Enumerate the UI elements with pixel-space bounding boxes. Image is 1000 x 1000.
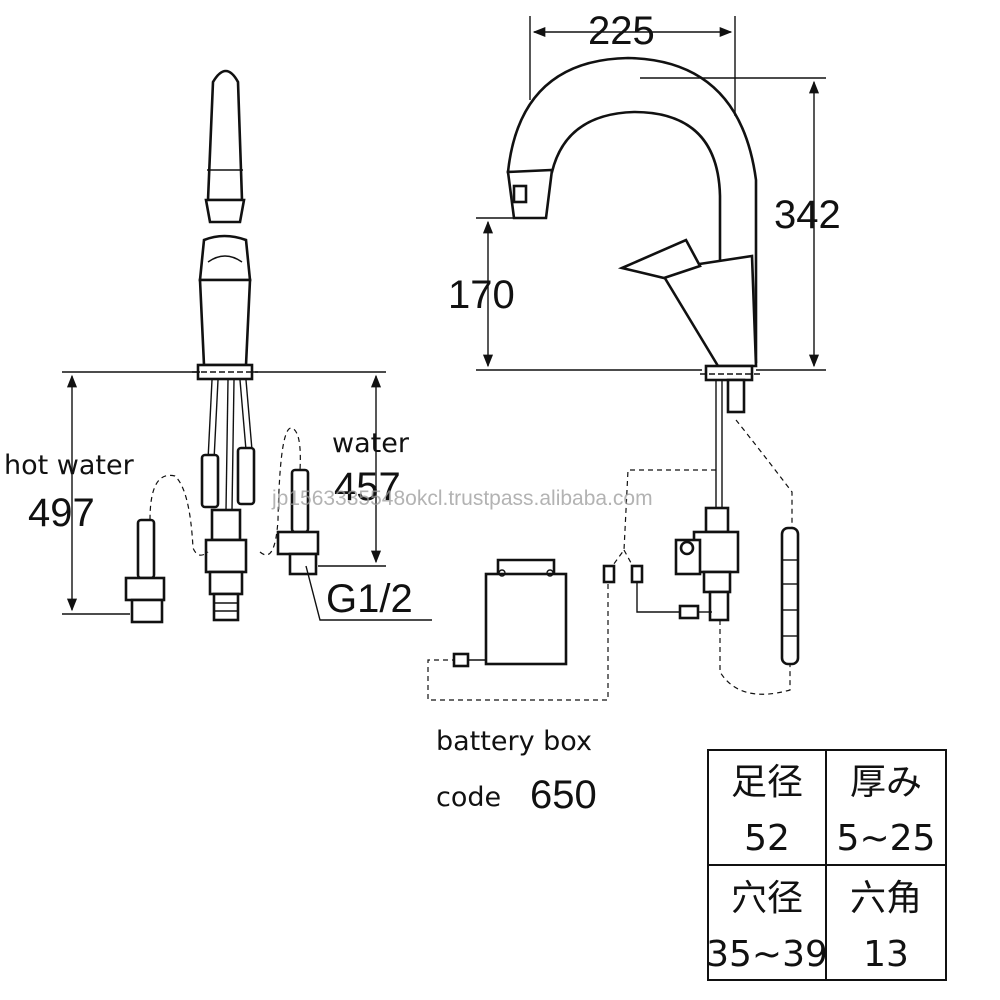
- spec-value-hole-diameter: 35~39: [706, 934, 828, 975]
- total-height-dimension: [640, 77, 826, 371]
- spec-header-hex: 六角: [850, 878, 922, 919]
- thread-size-label: G1/2: [326, 577, 413, 621]
- hot-water-label: hot water: [4, 450, 135, 481]
- spec-table: 足径 52 厚み 5~25 穴径 35~39 六角 13: [706, 749, 947, 981]
- faucet-side-view: [427, 56, 800, 701]
- spec-header-foot-diameter: 足径: [731, 762, 803, 803]
- faucet-front-view: [124, 69, 320, 624]
- spec-header-hole-diameter: 穴径: [731, 878, 803, 919]
- spout-height-dimension: [476, 217, 702, 371]
- water-dimension: [252, 371, 432, 621]
- spout-reach-dimension: [529, 16, 736, 116]
- battery-box-label: battery box: [436, 726, 592, 757]
- code-label: code: [436, 782, 501, 813]
- battery-box: [452, 558, 568, 668]
- hot-water-dimension: [62, 371, 200, 615]
- corrugated-hose: [780, 526, 800, 666]
- total-height-value: 342: [774, 193, 841, 237]
- spout-reach-value: 225: [588, 9, 655, 53]
- hot-water-length-value: 497: [28, 491, 95, 535]
- spout-height-value: 170: [448, 273, 515, 317]
- spec-header-thickness: 厚み: [850, 762, 922, 803]
- spec-value-thickness: 5~25: [837, 818, 936, 859]
- spec-value-foot-diameter: 52: [744, 818, 790, 859]
- spec-value-hex: 13: [863, 934, 909, 975]
- code-value: 650: [530, 773, 597, 817]
- water-length-value: 457: [334, 465, 401, 509]
- water-label: water: [332, 428, 410, 459]
- watermark: jp1563335548okcl.trustpass.alibaba.com: [271, 487, 653, 510]
